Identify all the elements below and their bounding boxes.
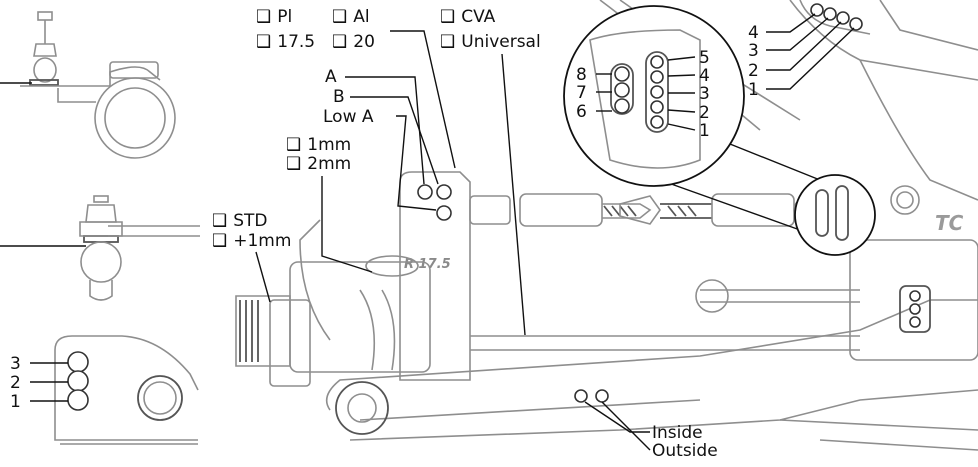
magnified-callout: 8 7 6 5 4 3 2 1 [563,5,745,187]
roll-center-positions: A B Low A [323,67,439,211]
callout-label-6: 6 [576,102,587,122]
svg-text:❑CVA: ❑ CVA [440,7,496,27]
chassis-brand-mark: TC [935,211,964,235]
arm-hole-outside [595,389,609,403]
callout-label-3: 3 [699,84,710,104]
magnifier-line-lower [659,179,801,231]
callout-label-4: 4 [699,66,710,86]
svg-text:❑Al: ❑ Al [332,7,370,27]
checkbox-icon: ❑ [332,7,347,27]
top-label-2: 2 [748,61,759,81]
option-universal: Universal [461,32,540,52]
option-al: Al [353,7,369,27]
svg-text:❑Universal: ❑ Universal [440,32,541,52]
checkbox-icon: ❑ [256,32,271,52]
top-hole-2 [836,11,850,25]
position-b: B [333,87,345,107]
plate-hole-1 [67,389,89,411]
plate-hole-2 [67,370,89,392]
callout-label-1: 1 [699,121,710,141]
callout-label-7: 7 [576,83,587,103]
driveshaft-options: ❑ CVA ❑ Universal [440,7,541,336]
checkbox-icon: ❑ [440,7,455,27]
callout-hole-5 [650,55,664,69]
material-options: ❑ Pl ❑ Al ❑ 17.5 ❑ 20 [256,7,456,169]
callout-label-5: 5 [699,48,710,68]
arm-hole-inside [574,389,588,403]
hub-hole-a [417,184,433,200]
callout-hole-3 [650,85,664,99]
option-20: 20 [353,32,375,52]
svg-text:❑+1mm: ❑ +1mm [212,231,291,251]
callout-hole-8 [614,66,630,82]
callout-hole-7 [614,82,630,98]
top-hole-1 [849,17,863,31]
option-plus-1mm: +1mm [233,231,291,251]
svg-text:❑STD: ❑ STD [212,211,268,231]
checkbox-icon: ❑ [332,32,347,52]
top-hole-4 [810,3,824,17]
hub-hole-low-a [436,205,452,221]
ball-stud-detail-middle [0,195,200,301]
position-low-a: Low A [323,107,374,127]
top-hole-3 [823,7,837,21]
svg-text:❑20: ❑ 20 [332,32,375,52]
checkbox-icon: ❑ [286,135,301,155]
callout-hole-1 [650,115,664,129]
main-assembly: TC R 17.5 [235,0,978,451]
option-pl: Pl [277,7,292,27]
plate-hole-3 [67,351,89,373]
ball-stud-detail-top [0,11,176,159]
hub-hole-b [436,184,452,200]
checkbox-icon: ❑ [212,211,227,231]
plate-label-1: 1 [10,392,21,412]
bulkhead-detail-small [794,174,876,256]
three-hole-plate: 3 2 1 [10,335,199,445]
svg-text:❑2mm: ❑ 2mm [286,154,351,174]
option-2mm: 2mm [307,154,351,174]
position-outside: Outside [652,441,718,461]
checkbox-icon: ❑ [256,7,271,27]
callout-label-8: 8 [576,65,587,85]
arm-hole-positions: Inside Outside [584,401,718,461]
checkbox-icon: ❑ [286,154,301,174]
svg-text:❑Pl: ❑ Pl [256,7,292,27]
top-right-holes: 4 3 2 1 [748,0,871,100]
top-label-3: 3 [748,41,759,61]
position-inside: Inside [652,423,703,443]
callout-label-2: 2 [699,103,710,123]
position-a: A [325,67,337,87]
plate-label-2: 2 [10,373,21,393]
svg-text:❑1mm: ❑ 1mm [286,135,351,155]
callout-hole-2 [650,100,664,114]
option-17-5: 17.5 [277,32,315,52]
option-std: STD [233,211,267,231]
option-1mm: 1mm [307,135,351,155]
checkbox-icon: ❑ [212,231,227,251]
checkbox-icon: ❑ [440,32,455,52]
top-label-1: 1 [748,80,759,100]
callout-hole-6 [614,98,630,114]
callout-hole-4 [650,70,664,84]
option-cva: CVA [461,7,495,27]
plate-label-3: 3 [10,354,21,374]
svg-text:❑17.5: ❑ 17.5 [256,32,315,52]
top-label-4: 4 [748,23,759,43]
magnifier-line-upper [719,139,821,181]
axle-options: ❑ STD ❑ +1mm [212,211,291,303]
spacer-options: ❑ 1mm ❑ 2mm [286,135,373,273]
